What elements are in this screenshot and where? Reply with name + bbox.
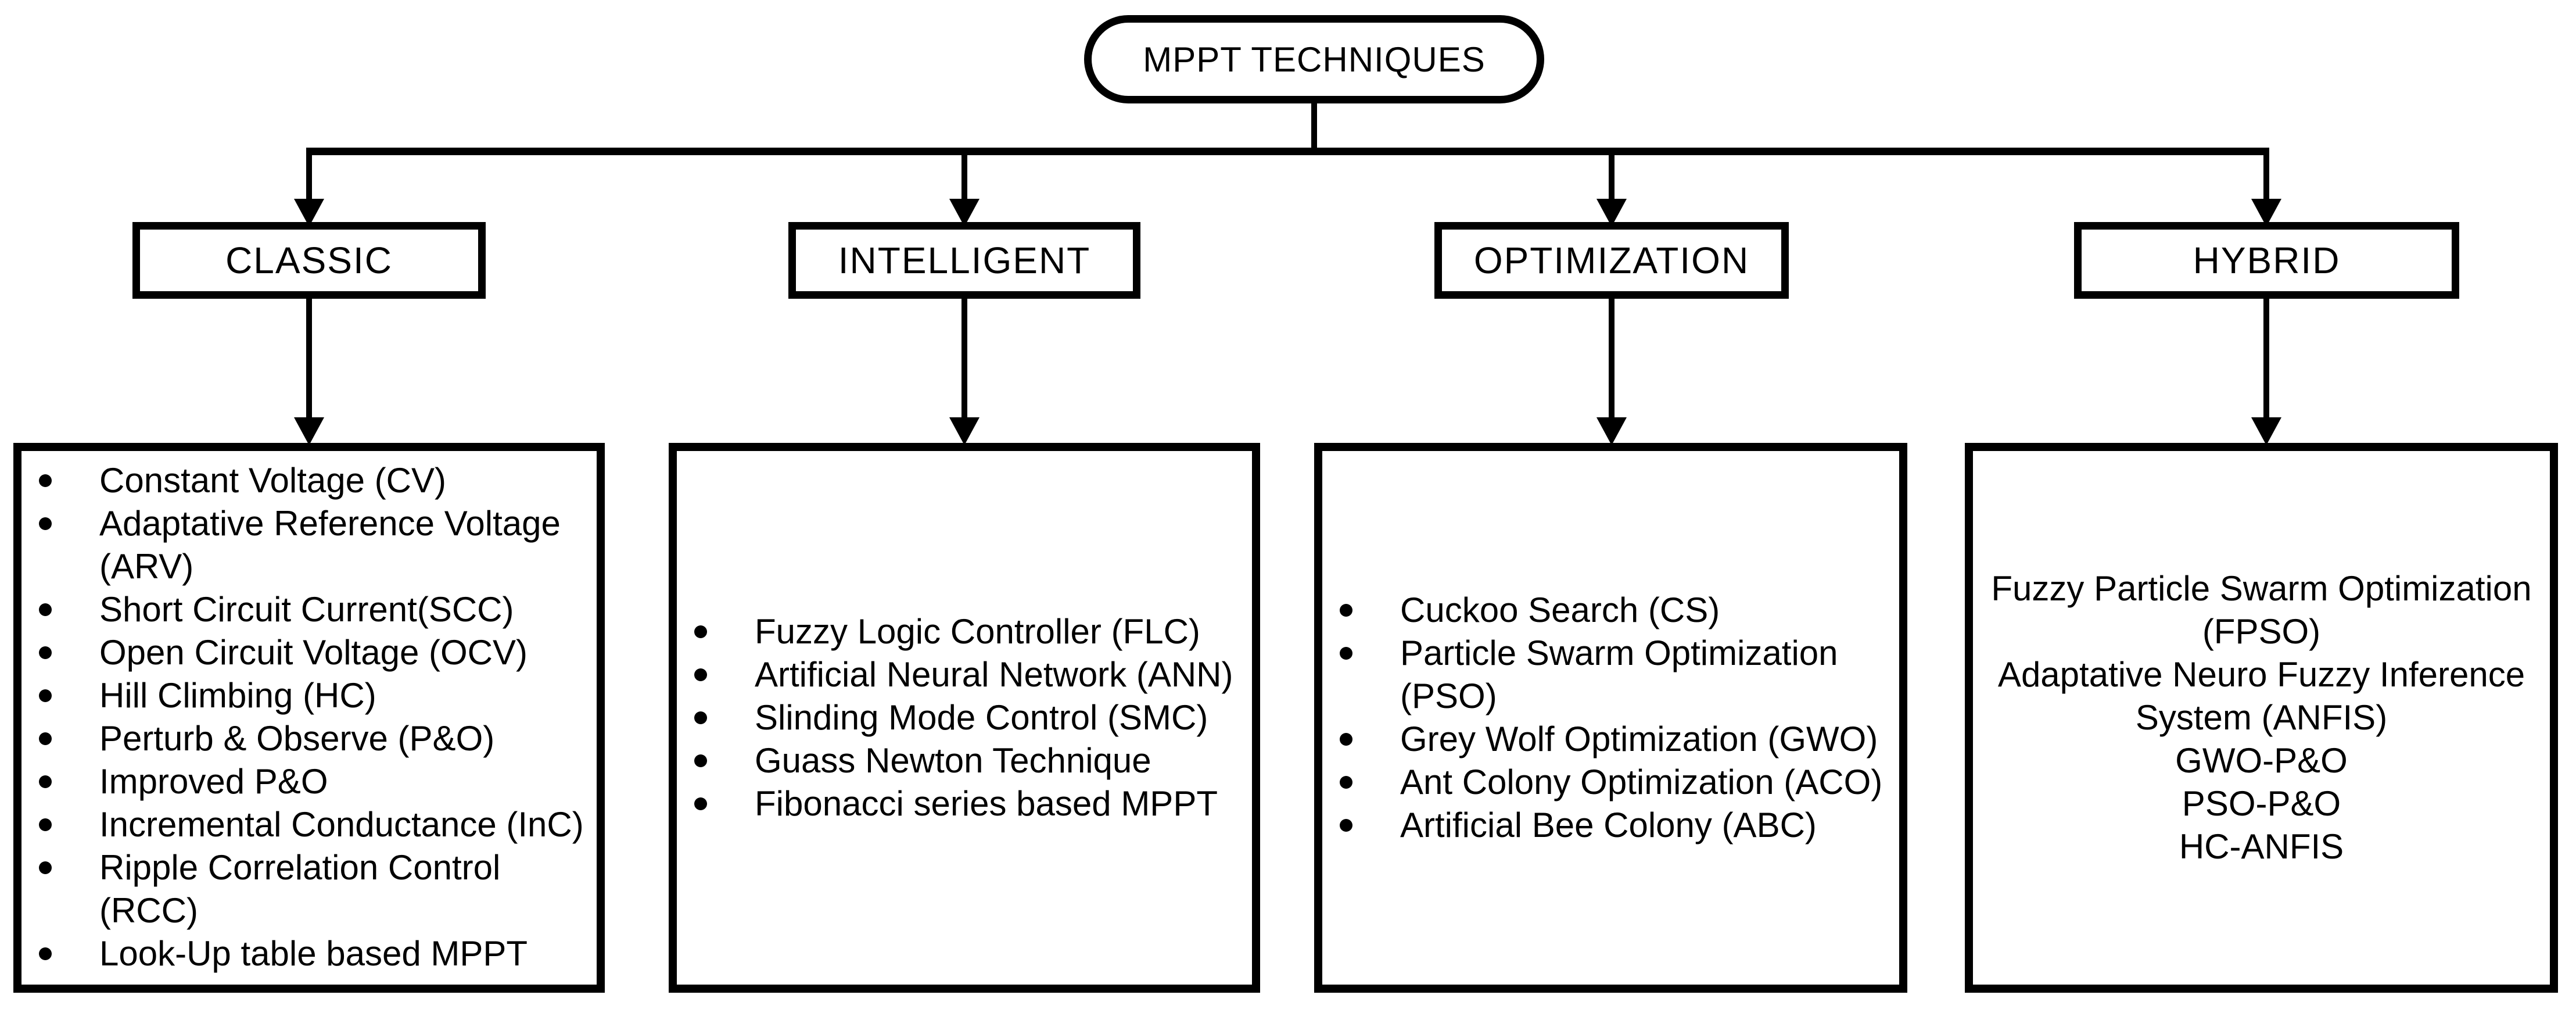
list-item: Look-Up table based MPPT bbox=[21, 932, 597, 975]
list-intelligent: Fuzzy Logic Controller (FLC)Artificial N… bbox=[677, 610, 1252, 825]
connector-stem-optimization-bottom bbox=[1609, 295, 1615, 422]
list-item: Guass Newton Technique bbox=[677, 739, 1252, 782]
branch-header-hybrid-label: HYBRID bbox=[2193, 239, 2341, 281]
arrowhead-classic-list bbox=[294, 417, 324, 445]
list-box-hybrid: Fuzzy Particle Swarm Optimization (FPSO)… bbox=[1965, 443, 2558, 993]
list-item: Constant Voltage (CV) bbox=[21, 459, 597, 502]
list-item: Improved P&O bbox=[21, 760, 597, 803]
connector-root-stem bbox=[1311, 100, 1317, 152]
list-hybrid: Fuzzy Particle Swarm Optimization (FPSO)… bbox=[1973, 567, 2550, 868]
list-item: Adaptative Neuro Fuzzy Inference System … bbox=[1997, 655, 2525, 737]
connector-stem-intelligent-top bbox=[961, 151, 967, 201]
root-node-label: MPPT TECHNIQUES bbox=[1143, 40, 1486, 79]
branch-header-optimization-label: OPTIMIZATION bbox=[1473, 239, 1750, 281]
list-optimization: Cuckoo Search (CS)Particle Swarm Optimiz… bbox=[1322, 589, 1899, 847]
connector-stem-classic-top bbox=[306, 151, 312, 201]
arrowhead-hybrid-list bbox=[2251, 417, 2281, 445]
list-item: Particle Swarm Optimization (PSO) bbox=[1322, 632, 1899, 718]
connector-stem-classic-bottom bbox=[306, 295, 312, 422]
list-box-optimization: Cuckoo Search (CS)Particle Swarm Optimiz… bbox=[1314, 443, 1907, 993]
list-item: Slinding Mode Control (SMC) bbox=[677, 696, 1252, 739]
list-item: Artificial Neural Network (ANN) bbox=[677, 653, 1252, 696]
list-box-classic: Constant Voltage (CV)Adaptative Referenc… bbox=[13, 443, 605, 993]
branch-header-hybrid: HYBRID bbox=[2074, 222, 2459, 299]
arrowhead-intelligent-list bbox=[949, 417, 980, 445]
list-item: Artificial Bee Colony (ABC) bbox=[1322, 804, 1899, 847]
branch-header-classic-label: CLASSIC bbox=[225, 239, 393, 281]
branch-header-classic: CLASSIC bbox=[132, 222, 486, 299]
connector-stem-intelligent-bottom bbox=[961, 295, 967, 422]
list-item: PSO-P&O bbox=[2182, 784, 2341, 823]
list-item: Open Circuit Voltage (OCV) bbox=[21, 631, 597, 674]
list-item: HC-ANFIS bbox=[2179, 827, 2344, 866]
list-item: Adaptative Reference Voltage (ARV) bbox=[21, 502, 597, 588]
list-item: Fibonacci series based MPPT bbox=[677, 782, 1252, 825]
branch-header-optimization: OPTIMIZATION bbox=[1434, 222, 1789, 299]
list-item: Fuzzy Particle Swarm Optimization (FPSO) bbox=[1991, 569, 2532, 651]
connector-bus-line bbox=[306, 148, 2269, 155]
list-item: Ripple Correlation Control (RCC) bbox=[21, 846, 597, 932]
list-item: Short Circuit Current(SCC) bbox=[21, 588, 597, 631]
list-item: Perturb & Observe (P&O) bbox=[21, 717, 597, 760]
arrowhead-optimization-list bbox=[1596, 417, 1627, 445]
list-item: GWO-P&O bbox=[2175, 741, 2348, 780]
list-item: Cuckoo Search (CS) bbox=[1322, 589, 1899, 632]
connector-stem-optimization-top bbox=[1609, 151, 1615, 201]
list-item: Hill Climbing (HC) bbox=[21, 674, 597, 717]
list-item: Incremental Conductance (InC) bbox=[21, 803, 597, 846]
list-item: Ant Colony Optimization (ACO) bbox=[1322, 761, 1899, 804]
connector-stem-hybrid-bottom bbox=[2263, 295, 2269, 422]
list-item: Grey Wolf Optimization (GWO) bbox=[1322, 718, 1899, 761]
list-item: Fuzzy Logic Controller (FLC) bbox=[677, 610, 1252, 653]
list-box-intelligent: Fuzzy Logic Controller (FLC)Artificial N… bbox=[669, 443, 1260, 993]
branch-header-intelligent-label: INTELLIGENT bbox=[838, 239, 1091, 281]
list-classic: Constant Voltage (CV)Adaptative Referenc… bbox=[21, 451, 597, 975]
branch-header-intelligent: INTELLIGENT bbox=[788, 222, 1140, 299]
connector-stem-hybrid-top bbox=[2263, 151, 2269, 201]
root-node: MPPT TECHNIQUES bbox=[1084, 15, 1544, 103]
